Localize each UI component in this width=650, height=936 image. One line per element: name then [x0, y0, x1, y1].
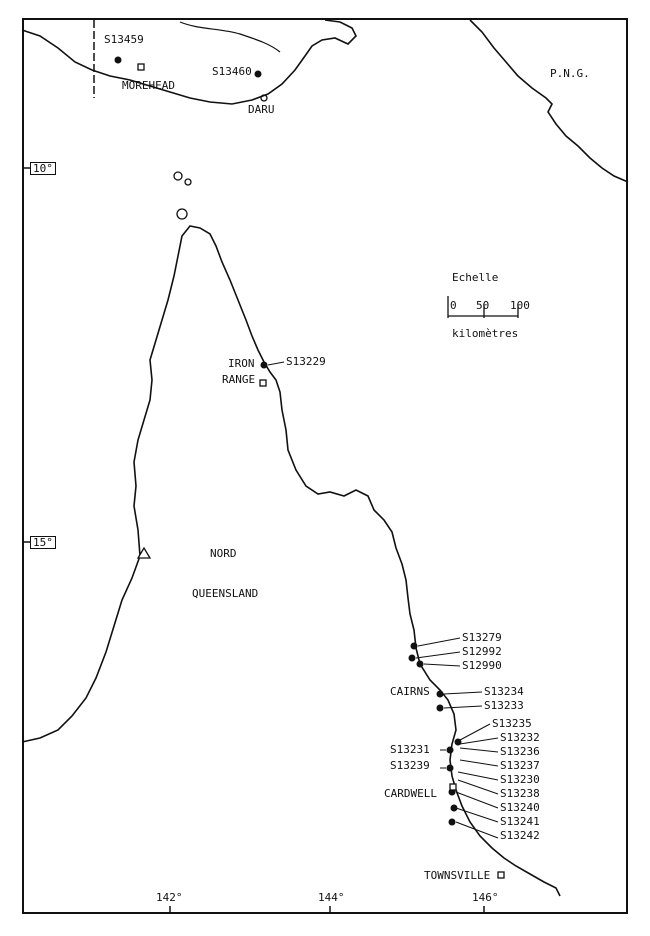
site-label-s12990: S12990 — [462, 659, 502, 672]
site-label-s13233: S13233 — [484, 699, 524, 712]
island — [176, 208, 188, 220]
town-label-daru: DARU — [248, 103, 275, 116]
site-label-s13235: S13235 — [492, 717, 532, 730]
site-label-s13238: S13238 — [500, 787, 540, 800]
latitude-label: 15° — [30, 536, 56, 549]
town-square — [449, 783, 457, 791]
site-dot — [408, 654, 416, 662]
map-frame — [22, 18, 628, 914]
country-label: P.N.G. — [550, 67, 590, 80]
cape-york-coastline — [21, 225, 561, 897]
scale-tick: 50 — [476, 299, 490, 312]
site-label-s13234: S13234 — [484, 685, 524, 698]
town-label-morehead: MOREHEAD — [122, 79, 175, 92]
graticule-ticks — [22, 167, 485, 914]
scale-title: Echelle — [452, 271, 499, 284]
site-dot — [114, 56, 122, 64]
site-label-s13242: S13242 — [500, 829, 540, 842]
region-label: QUEENSLAND — [192, 587, 259, 600]
site-label-s13231: S13231 — [390, 743, 430, 756]
longitude-label: 144° — [318, 891, 345, 904]
site-dot — [446, 764, 454, 772]
site-dot — [448, 818, 456, 826]
site-dot — [450, 804, 458, 812]
site-label-s13459: S13459 — [104, 33, 144, 46]
town-square — [259, 379, 267, 387]
town-label-cairns: CAIRNS — [390, 685, 430, 698]
site-markers — [114, 56, 462, 826]
island — [260, 94, 268, 102]
town-markers — [137, 63, 505, 879]
site-dot — [410, 642, 418, 650]
latitude-label: 10° — [30, 162, 56, 175]
site-dot — [436, 704, 444, 712]
site-label-s13460: S13460 — [212, 65, 252, 78]
region-label: NORD — [210, 547, 237, 560]
town-label-range: RANGE — [222, 373, 256, 386]
scale-tick: 100 — [510, 299, 530, 312]
site-label-s13237: S13237 — [500, 759, 540, 772]
longitude-label: 146° — [472, 891, 499, 904]
scale-tick: 0 — [450, 299, 457, 312]
site-dot — [454, 738, 462, 746]
site-label-s13241: S13241 — [500, 815, 540, 828]
png-river — [179, 21, 281, 53]
png-coastline — [21, 19, 357, 105]
site-label-s13230: S13230 — [500, 773, 540, 786]
town-square — [497, 871, 505, 879]
site-label-s13229: S13229 — [286, 355, 326, 368]
site-dot — [260, 361, 268, 369]
town-label-cardwell: CARDWELL — [384, 787, 437, 800]
triangle-marker — [136, 546, 152, 559]
site-label-s13239: S13239 — [390, 759, 430, 772]
site-label-s12992: S12992 — [462, 645, 502, 658]
town-label-townsville: TOWNSVILLE — [424, 869, 491, 882]
site-label-s13232: S13232 — [500, 731, 540, 744]
site-dot — [254, 70, 262, 78]
site-dot — [436, 690, 444, 698]
leader-lines — [267, 361, 499, 839]
island — [184, 178, 192, 186]
png-coastline-east — [469, 19, 629, 183]
longitude-label: 142° — [156, 891, 183, 904]
site-label-s13240: S13240 — [500, 801, 540, 814]
site-label-s13279: S13279 — [462, 631, 502, 644]
site-dot — [446, 746, 454, 754]
scale-unit: kilomètres — [452, 327, 519, 340]
scale-bar — [447, 296, 519, 318]
town-square — [137, 63, 145, 71]
island — [173, 171, 183, 181]
site-dot — [416, 660, 424, 668]
town-label-iron: IRON — [228, 357, 255, 370]
site-label-s13236: S13236 — [500, 745, 540, 758]
